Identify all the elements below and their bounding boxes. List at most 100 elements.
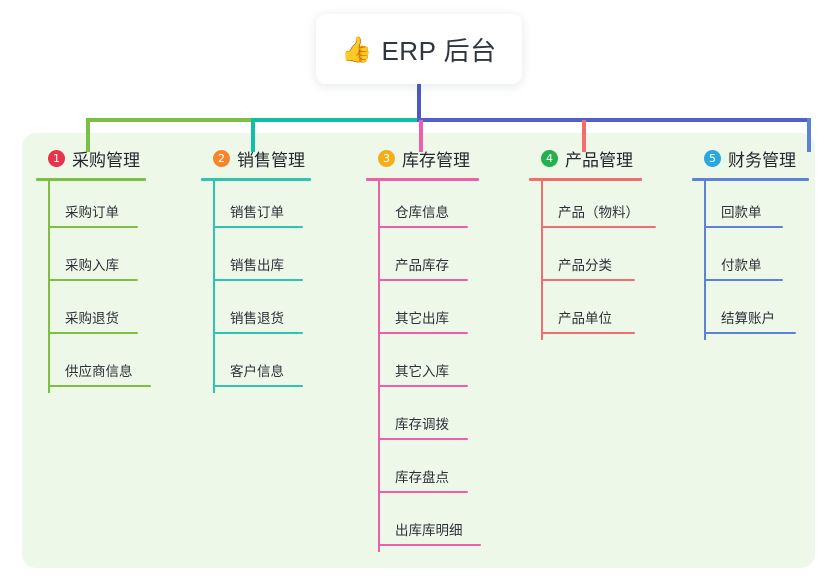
branch-items-3: 仓库信息 产品库存 其它出库 其它入库 库存调拨 库存盘点 bbox=[366, 181, 526, 552]
item-rule bbox=[378, 438, 468, 440]
branch-title-1: 采购管理 bbox=[72, 150, 140, 170]
item-rule bbox=[541, 332, 635, 334]
item-label: 供应商信息 bbox=[65, 364, 133, 379]
branch-column-3: 3 库存管理 仓库信息 产品库存 其它出库 其它入库 库存调拨 bbox=[366, 145, 526, 552]
item-rule bbox=[48, 279, 138, 281]
item-label: 销售出库 bbox=[230, 258, 284, 273]
branch-title-3: 库存管理 bbox=[402, 150, 470, 170]
list-item[interactable]: 其它入库 bbox=[366, 340, 526, 393]
branch-spine-4 bbox=[541, 181, 543, 340]
root-node-label: ERP 后台 bbox=[381, 35, 497, 66]
item-rule bbox=[378, 544, 481, 546]
item-label: 结算账户 bbox=[721, 311, 775, 326]
item-rule bbox=[704, 226, 783, 228]
item-rule bbox=[378, 385, 468, 387]
item-rule bbox=[378, 491, 468, 493]
list-item[interactable]: 客户信息 bbox=[201, 340, 351, 393]
branch-column-4: 4 产品管理 产品（物料） 产品分类 产品单位 bbox=[529, 145, 689, 340]
list-item[interactable]: 其它出库 bbox=[366, 287, 526, 340]
branch-header-rule-3 bbox=[366, 178, 479, 181]
list-item[interactable]: 库存盘点 bbox=[366, 446, 526, 499]
item-label: 付款单 bbox=[721, 258, 762, 273]
list-item[interactable]: 出库库明细 bbox=[366, 499, 526, 552]
branch-header-rule-1 bbox=[36, 178, 146, 181]
list-item[interactable]: 采购退货 bbox=[36, 287, 186, 340]
branch-title-5: 财务管理 bbox=[728, 150, 796, 170]
item-label: 产品分类 bbox=[558, 258, 612, 273]
list-item[interactable]: 回款单 bbox=[692, 181, 839, 234]
item-label: 库存盘点 bbox=[395, 470, 449, 485]
item-label: 其它出库 bbox=[395, 311, 449, 326]
item-rule bbox=[213, 385, 303, 387]
item-rule bbox=[378, 332, 468, 334]
item-label: 其它入库 bbox=[395, 364, 449, 379]
item-label: 销售退货 bbox=[230, 311, 284, 326]
list-item[interactable]: 产品（物料） bbox=[529, 181, 689, 234]
list-item[interactable]: 产品分类 bbox=[529, 234, 689, 287]
item-label: 产品单位 bbox=[558, 311, 612, 326]
list-item[interactable]: 销售订单 bbox=[201, 181, 351, 234]
branch-spine-5 bbox=[704, 181, 706, 340]
item-label: 库存调拨 bbox=[395, 417, 449, 432]
branch-spine-2 bbox=[213, 181, 215, 393]
list-item[interactable]: 采购订单 bbox=[36, 181, 186, 234]
diagram-background-panel bbox=[22, 133, 815, 568]
item-label: 采购退货 bbox=[65, 311, 119, 326]
branch-badge-5: 5 bbox=[704, 149, 721, 167]
item-label: 产品库存 bbox=[395, 258, 449, 273]
branch-header-1[interactable]: 1 采购管理 bbox=[36, 145, 186, 171]
branch-badge-3: 3 bbox=[378, 149, 395, 167]
item-rule bbox=[704, 279, 783, 281]
branch-badge-4: 4 bbox=[541, 149, 558, 167]
branch-header-rule-2 bbox=[201, 178, 311, 181]
thumbs-up-icon: 👍 bbox=[341, 34, 373, 64]
list-item[interactable]: 库存调拨 bbox=[366, 393, 526, 446]
item-label: 出库库明细 bbox=[395, 523, 463, 538]
item-label: 回款单 bbox=[721, 205, 762, 220]
item-label: 采购入库 bbox=[65, 258, 119, 273]
item-rule bbox=[541, 279, 635, 281]
list-item[interactable]: 供应商信息 bbox=[36, 340, 186, 393]
branch-items-4: 产品（物料） 产品分类 产品单位 bbox=[529, 181, 689, 340]
item-rule bbox=[704, 332, 796, 334]
item-rule bbox=[213, 226, 303, 228]
list-item[interactable]: 产品库存 bbox=[366, 234, 526, 287]
item-rule bbox=[378, 226, 468, 228]
list-item[interactable]: 结算账户 bbox=[692, 287, 839, 340]
branch-title-2: 销售管理 bbox=[237, 150, 305, 170]
item-label: 采购订单 bbox=[65, 205, 119, 220]
branch-title-4: 产品管理 bbox=[565, 150, 633, 170]
item-rule bbox=[378, 279, 468, 281]
item-label: 销售订单 bbox=[230, 205, 284, 220]
branch-items-5: 回款单 付款单 结算账户 bbox=[692, 181, 839, 340]
branch-items-2: 销售订单 销售出库 销售退货 客户信息 bbox=[201, 181, 351, 393]
item-rule bbox=[541, 226, 656, 228]
list-item[interactable]: 销售退货 bbox=[201, 287, 351, 340]
item-label: 产品（物料） bbox=[558, 205, 639, 220]
list-item[interactable]: 采购入库 bbox=[36, 234, 186, 287]
item-rule bbox=[48, 332, 138, 334]
item-rule bbox=[213, 332, 303, 334]
branch-spine-1 bbox=[48, 181, 50, 393]
item-rule bbox=[48, 385, 151, 387]
branch-items-1: 采购订单 采购入库 采购退货 供应商信息 bbox=[36, 181, 186, 393]
list-item[interactable]: 仓库信息 bbox=[366, 181, 526, 234]
item-rule bbox=[48, 226, 138, 228]
branch-column-2: 2 销售管理 销售订单 销售出库 销售退货 客户信息 bbox=[201, 145, 351, 393]
list-item[interactable]: 销售出库 bbox=[201, 234, 351, 287]
branch-header-2[interactable]: 2 销售管理 bbox=[201, 145, 351, 171]
branch-column-5: 5 财务管理 回款单 付款单 结算账户 bbox=[692, 145, 839, 340]
branch-header-4[interactable]: 4 产品管理 bbox=[529, 145, 689, 171]
branch-badge-1: 1 bbox=[48, 149, 65, 167]
branch-header-5[interactable]: 5 财务管理 bbox=[692, 145, 839, 171]
item-label: 客户信息 bbox=[230, 364, 284, 379]
list-item[interactable]: 付款单 bbox=[692, 234, 839, 287]
branch-header-3[interactable]: 3 库存管理 bbox=[366, 145, 526, 171]
list-item[interactable]: 产品单位 bbox=[529, 287, 689, 340]
root-node[interactable]: 👍 ERP 后台 bbox=[316, 14, 522, 84]
branch-badge-2: 2 bbox=[213, 149, 230, 167]
branch-header-rule-5 bbox=[692, 178, 809, 181]
branch-header-rule-4 bbox=[529, 178, 642, 181]
branch-spine-3 bbox=[378, 181, 380, 552]
